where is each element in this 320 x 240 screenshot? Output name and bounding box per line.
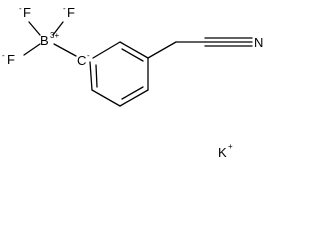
ring-bond-c6-c1-inner <box>95 64 98 88</box>
ring-bond-c2-c3-inner <box>121 48 144 62</box>
potassium-charge: + <box>228 142 233 151</box>
bond-b-f-top-left <box>28 21 41 36</box>
bond-b-f-top-right <box>52 21 64 36</box>
ring-bond-c6-c1 <box>89 61 93 91</box>
boron-charge: 3+ <box>50 31 59 40</box>
fluorine-top-right-label: F <box>67 5 75 20</box>
ring-bond-c5-c6 <box>91 89 121 107</box>
fluorine-top-left-label: F <box>23 5 31 20</box>
atom-labels: - F - F - F B 3+ C - N K + <box>2 4 263 160</box>
bond-b-c <box>53 43 77 57</box>
ring-bond-c4-c5 <box>119 89 149 107</box>
bonds <box>23 21 253 107</box>
bond-ring-ch2 <box>147 41 177 59</box>
nitrogen-label: N <box>254 35 263 50</box>
bond-b-f-left <box>23 43 41 56</box>
potassium-label: K <box>218 145 227 160</box>
fluorine-left-charge: - <box>2 51 5 60</box>
fluorine-top-left-charge: - <box>19 4 22 13</box>
structure-drawing: - F - F - F B 3+ C - N K + <box>2 4 263 160</box>
molecule-svg: - F - F - F B 3+ C - N K + <box>2 4 263 160</box>
fluorine-top-right-charge: - <box>63 4 66 13</box>
ring-bond-c4-c5-inner <box>121 86 144 100</box>
carbanion-charge: - <box>87 51 90 60</box>
ring-bond-c2-c3 <box>119 41 149 59</box>
ring-bond-c1-c2 <box>92 41 121 59</box>
carbanion-label: C <box>77 53 86 68</box>
fluorine-left-label: F <box>7 52 15 67</box>
boron-label: B <box>40 33 49 48</box>
